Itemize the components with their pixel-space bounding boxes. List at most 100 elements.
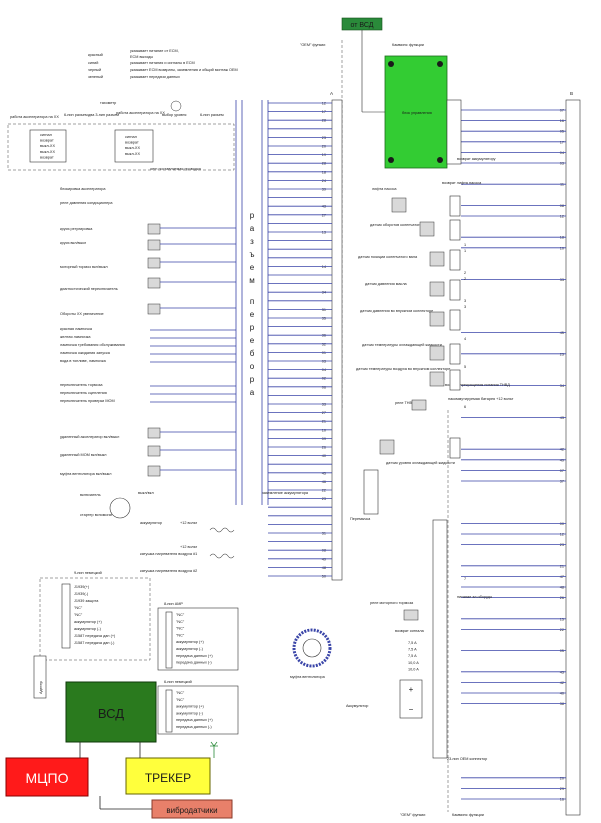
amp8-title: 8-пин AMP: [164, 602, 183, 606]
ecm-module: блок управления: [384, 55, 462, 169]
legend: красный указывает питание от ECM, ECM вы…: [88, 49, 238, 79]
connector-a-pin-label: 24: [322, 179, 326, 183]
j1939-line: J1939 защита: [74, 599, 99, 603]
connector-a-pin-label: 31: [322, 532, 326, 536]
connector-a-pin-label: 17: [322, 110, 326, 114]
left-label: круиз вкл/выкл: [60, 241, 86, 245]
ecm-bolt-1: [388, 61, 394, 67]
battery-minus-icon: −: [409, 705, 414, 714]
left-label: желтая лампочка: [60, 335, 91, 339]
connector-b-pin-label: 38: [560, 702, 564, 706]
tl-pedal2-label: работа акселератора на XX: [116, 111, 165, 115]
intake-temp-label: датчик температуры воздуха во впускном к…: [356, 367, 450, 371]
connector-b-pin-label: 07: [560, 109, 564, 113]
sensor-symbols: [363, 195, 461, 621]
vertical-label-letter: а: [250, 224, 255, 233]
de6-title: 6-пин немецкий: [164, 680, 192, 684]
vertical-label-letter: а: [250, 388, 255, 397]
tl-six-pin2-label: 6-пин разъем: [200, 113, 224, 117]
switched-12v-label: накоммутируемая батарея +12 вольт: [448, 397, 514, 401]
ecm-bolt-2: [437, 61, 443, 67]
tl-pin-left-label: выкл-XX: [40, 150, 55, 154]
connector-a-pin-label: 23: [322, 497, 326, 501]
connector-b-pin-label: 47: [560, 575, 564, 579]
j1939-line: "NC": [74, 613, 83, 617]
amp8-line: "NC": [176, 620, 185, 624]
sensor-connector: [449, 249, 461, 271]
left-label: лампочка ожидания запуска: [60, 351, 111, 355]
tl-pin-right-label: сигнал: [125, 135, 137, 139]
sensor-icon: [429, 345, 445, 361]
amp8-line: аккумулятор (+): [176, 640, 205, 644]
tl-right-connector: [114, 129, 154, 163]
connector-b-pin-label: 10: [560, 246, 564, 250]
engine-brake-relay-label: реле моторного тормоза: [370, 601, 414, 605]
switch-icon: [147, 257, 161, 269]
switch-icon: [147, 303, 161, 315]
sensor-icon: [429, 311, 445, 327]
j1939-line: J1587 передача дан (-): [74, 641, 115, 645]
oem-connector-label: 23-пин OEM коннектор: [447, 757, 487, 761]
switch-icon: [147, 239, 161, 251]
mcpo-box: [5, 757, 89, 797]
de6-line: "NC": [176, 698, 185, 702]
switch-icon: [147, 445, 161, 457]
connector-b-pin-label: 43: [560, 416, 564, 420]
connector-b-label: B: [570, 91, 573, 96]
connector-b-pin-label: 12: [560, 215, 564, 219]
vertical-label-letter: б: [250, 349, 255, 358]
vsd-label: ВСД: [98, 706, 124, 721]
tracker-antenna-icon: [210, 741, 218, 758]
fuse-label: 7,5 A: [408, 641, 417, 645]
connector-b-pin-label: 49: [560, 458, 564, 462]
de6-lines: "NC""NC"аккумулятор (+)аккумулятор (-)пе…: [176, 691, 213, 729]
connector-b-pin-label: 45: [560, 331, 564, 335]
fuse-label: 10,0 A: [408, 661, 419, 665]
relay-icon: [411, 399, 427, 411]
connector-a-wires: [268, 102, 332, 577]
left-label: переключатель сцепления: [60, 391, 107, 395]
tracker-box: [125, 757, 211, 795]
connector-b-pin-label: 42: [560, 681, 564, 685]
connector-a-pin-label: 21: [322, 420, 326, 424]
tracker-label: ТРЕКЕР: [145, 771, 191, 785]
connector-b-pin-label: 17: [560, 140, 564, 144]
signal-number: 7: [464, 577, 466, 581]
amp8-line: "NC": [176, 627, 185, 631]
connector-b-pin-label: 07: [560, 469, 564, 473]
amp8-line: "NC": [176, 613, 185, 617]
sensor-icon: [429, 371, 445, 387]
jumper-label: Перемычка: [350, 517, 371, 521]
crank-sensor-label: датчик оборотов коленчатого вала: [370, 223, 432, 227]
sensor-icon: [391, 197, 407, 213]
sensor-labels: возврат аккумулятору лифта насоса возвра…: [290, 157, 514, 761]
lift-pump-return-label: возврат лифта насоса: [442, 181, 482, 185]
fan-clutch-coil: [292, 628, 332, 668]
left-label: +12 вольт: [180, 545, 197, 549]
connector-a-pin-label: 12: [322, 102, 326, 106]
signal-number: 3: [464, 305, 466, 309]
connector-a-pin-label: 28: [322, 119, 326, 123]
starter-icon: [109, 497, 131, 519]
oem-connector: [432, 519, 448, 759]
left-label: муфта вентилятора вкл/выкл: [60, 472, 111, 476]
legend-text-4: указывает передачи данных: [130, 75, 180, 79]
tl-pin-left-label: сигнал: [40, 133, 52, 137]
connector-b-pin-label: 34: [560, 384, 564, 388]
connector-b-pin-label: 12: [560, 533, 564, 537]
adapter-box: [33, 655, 47, 699]
connector-a-pin-label: 26: [322, 446, 326, 450]
signal-number: 3: [464, 299, 466, 303]
left-label: удаленный МОМ вкл/выкл: [60, 453, 107, 457]
ecm-label: блок управления: [402, 111, 432, 115]
fan-clutch-core: [302, 638, 322, 658]
left-label: катушка нагревателя воздуха #2: [140, 569, 197, 573]
vertical-label-letter: о: [250, 362, 255, 371]
connector-b-pins: 0716051704031108121810334523344342490737…: [560, 109, 564, 802]
tl-two-three-label: два 3-пин разъем: [88, 113, 119, 117]
